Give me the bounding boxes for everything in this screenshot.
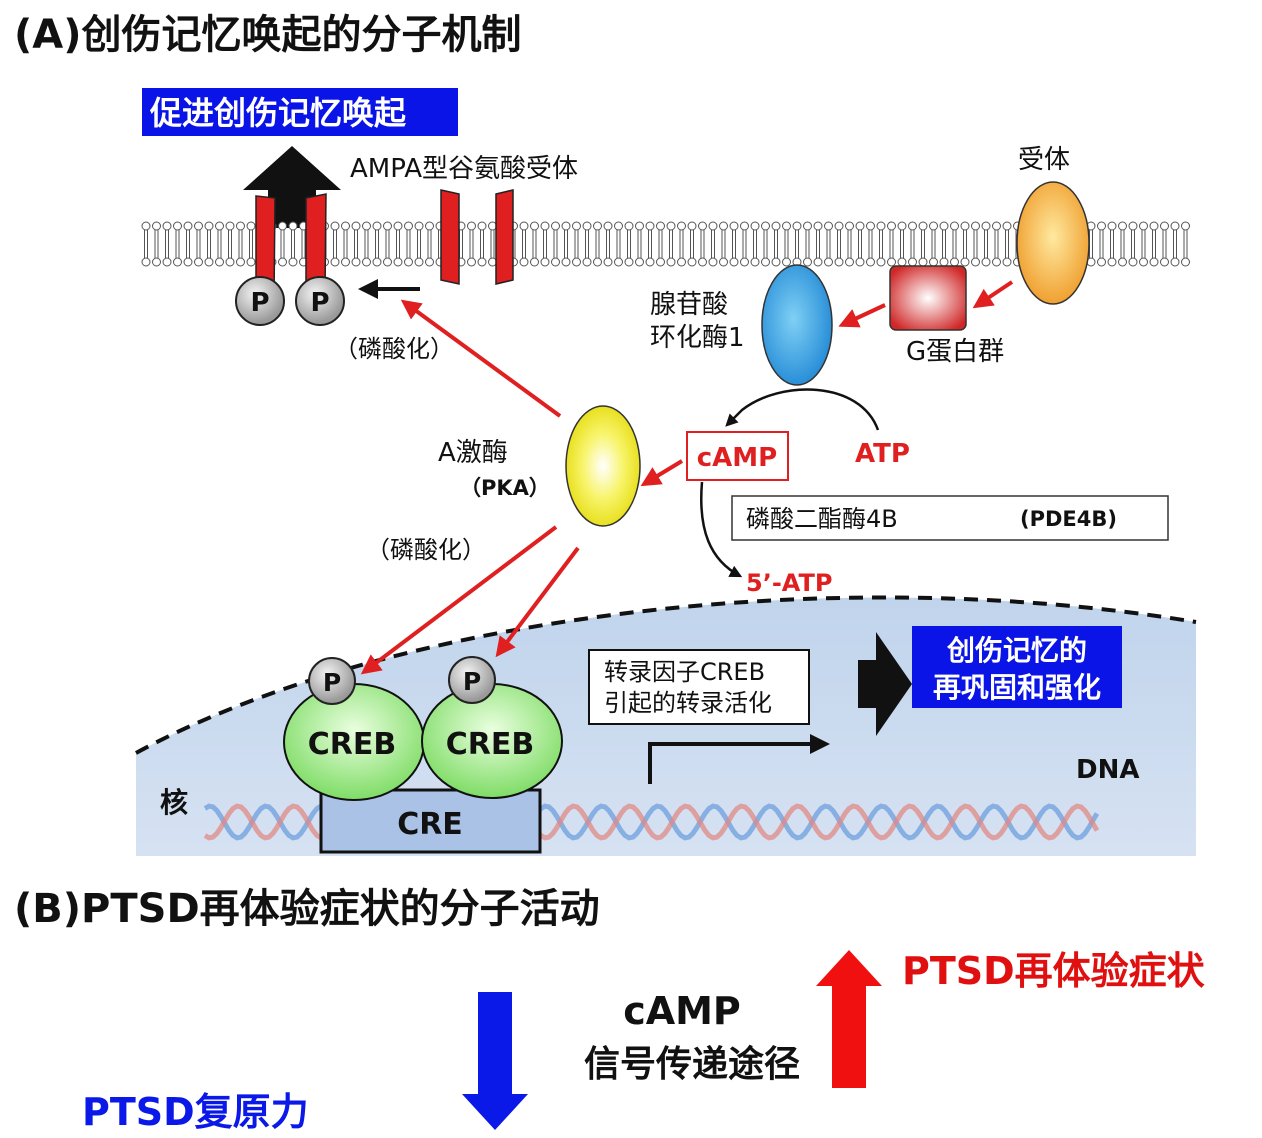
phosphate-circle: P xyxy=(448,656,496,704)
transcription-box xyxy=(588,649,810,725)
svg-text:CREB: CREB xyxy=(308,727,396,762)
pathway-text: 信号传递途径 xyxy=(584,1043,800,1085)
panel-a-title: (A)创伤记忆唤起的分子机制 xyxy=(14,12,522,58)
pka-abbr: （PKA） xyxy=(460,476,550,500)
up-arrow-red xyxy=(816,950,882,1088)
ac-label-line2: 环化酶1 xyxy=(650,323,745,353)
creb-protein: CREB xyxy=(283,683,425,801)
atp-label: ATP xyxy=(855,439,910,469)
transcription-line2: 引起的转录活化 xyxy=(604,689,772,717)
pde-abbr: (PDE4B) xyxy=(1020,507,1117,531)
svg-text:P: P xyxy=(463,667,481,696)
dna-label: DNA xyxy=(1076,755,1139,785)
camp-degradation-arrow xyxy=(700,481,743,578)
ac-label-line1: 腺苷酸 xyxy=(650,290,728,320)
arrow-gprotein-to-ac xyxy=(838,303,886,328)
camp-box xyxy=(686,431,789,481)
pka-label: A激酶 xyxy=(438,438,508,468)
pde-label: 磷酸二酯酶4B xyxy=(746,505,898,533)
arrow-camp-to-pka xyxy=(640,459,684,487)
arrow-pka-to-creb-2 xyxy=(495,546,580,658)
right-arrow-black xyxy=(858,632,912,736)
result-line2: 再巩固和强化 xyxy=(933,671,1101,704)
result-box xyxy=(912,626,1122,708)
svg-text:P: P xyxy=(323,668,341,697)
receptor-protein xyxy=(1016,181,1090,305)
pde4b-box xyxy=(731,495,1169,541)
receptor-label: 受体 xyxy=(1018,145,1070,175)
phosphorylation-mid-label: （磷酸化） xyxy=(366,536,486,564)
five-atp-label: 5’-ATP xyxy=(746,569,832,597)
phosphate-circle: P xyxy=(295,276,345,326)
arrow-pka-to-ampa xyxy=(400,299,562,418)
pka-enzyme xyxy=(565,405,641,527)
result-line1: 创伤记忆的 xyxy=(946,634,1087,667)
phosphorylation-top-label: （磷酸化） xyxy=(334,335,454,363)
phosphate-circle: P xyxy=(308,657,356,705)
gprotein-complex xyxy=(889,265,967,331)
transcription-start-arrow xyxy=(648,734,830,784)
ampa-receptor-phosphorylated xyxy=(255,193,327,301)
cre-label: CRE xyxy=(397,807,463,842)
svg-text:CREB: CREB xyxy=(446,727,534,762)
svg-text:P: P xyxy=(250,288,269,318)
camp-text: cAMP xyxy=(623,989,741,1033)
adenylyl-cyclase xyxy=(761,264,833,386)
phosphate-circle: P xyxy=(235,276,285,326)
atp-to-camp-arrow xyxy=(725,388,880,431)
ampa-label: AMPA型谷氨酸受体 xyxy=(350,154,578,184)
symptom-text: PTSD再体验症状 xyxy=(902,949,1206,993)
resilience-text: PTSD复原力 xyxy=(82,1090,309,1134)
creb-protein: CREB xyxy=(421,683,563,799)
panel-b-title: (B)PTSD再体验症状的分子活动 xyxy=(14,886,600,932)
up-arrow-black xyxy=(243,146,341,228)
promote-label: 促进创伤记忆唤起 xyxy=(149,94,407,132)
camp-label: cAMP xyxy=(697,443,777,473)
promote-box xyxy=(142,88,458,136)
down-arrow-blue xyxy=(462,992,528,1130)
ampa-receptor xyxy=(440,189,514,285)
svg-text:P: P xyxy=(310,288,329,318)
nucleus-label: 核 xyxy=(160,786,188,819)
gprotein-label: G蛋白群 xyxy=(906,337,1004,367)
transcription-line1: 转录因子CREB xyxy=(604,658,765,686)
arrow-receptor-to-gprotein xyxy=(972,280,1014,309)
arrow-pka-to-creb-1 xyxy=(360,525,558,675)
